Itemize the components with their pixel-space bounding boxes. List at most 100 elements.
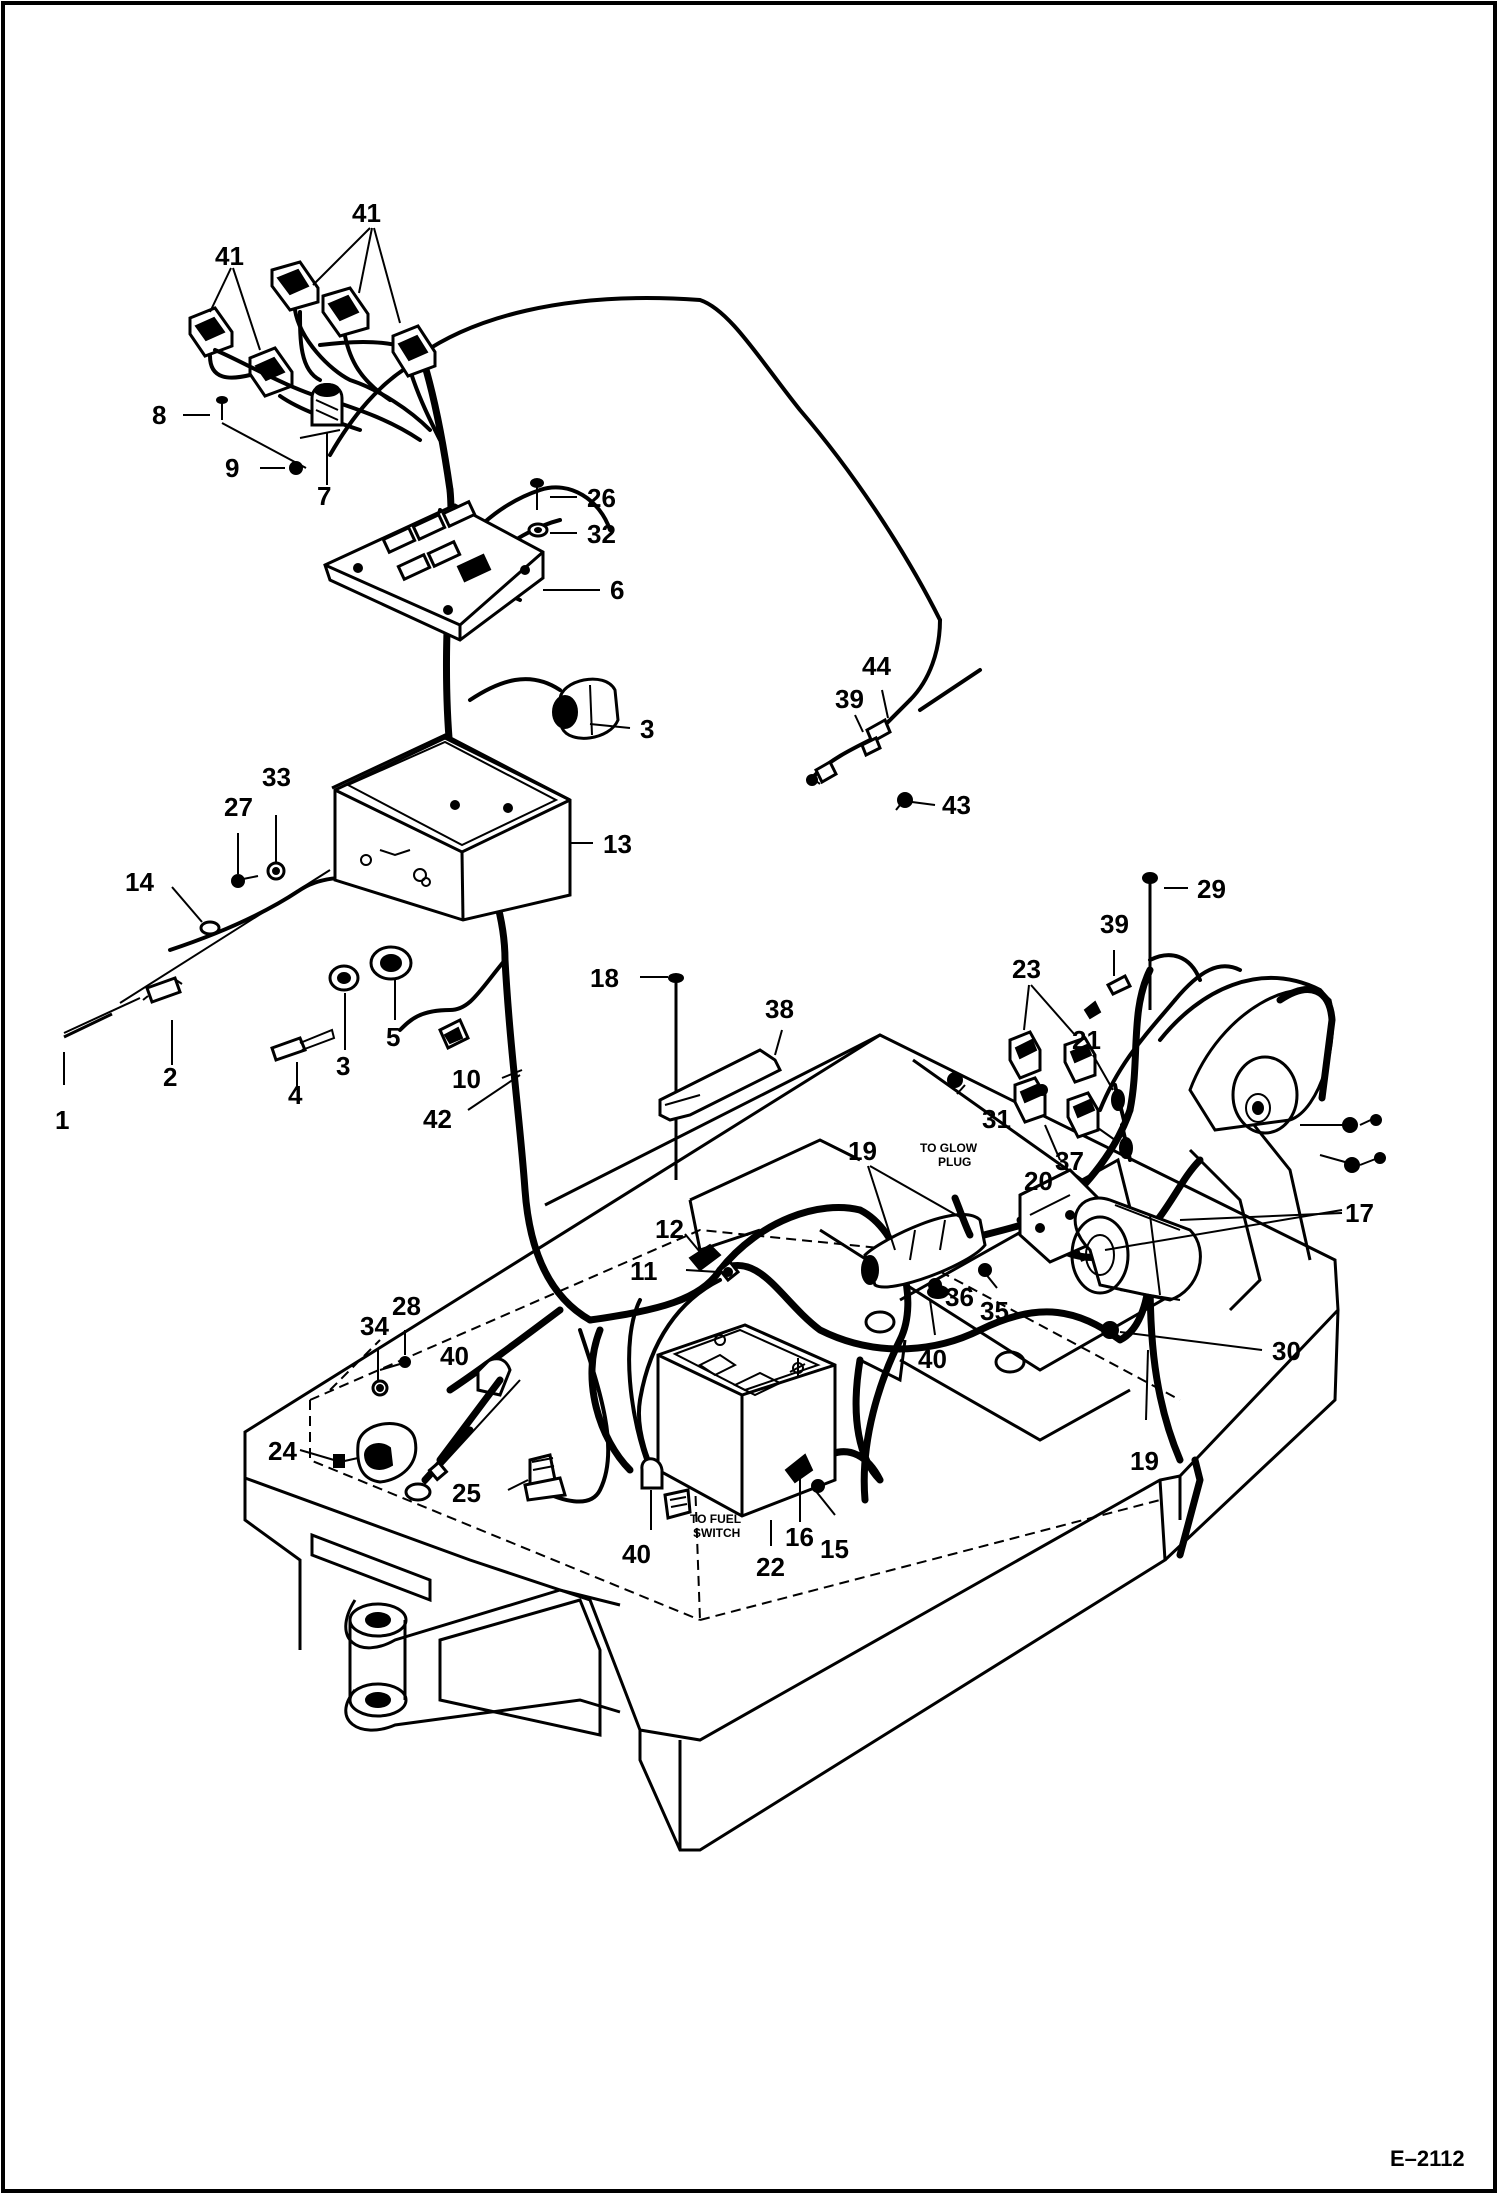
callout-6: 6 bbox=[610, 575, 624, 605]
callout-21: 21 bbox=[1072, 1025, 1101, 1055]
cable-tie-clip bbox=[860, 717, 892, 758]
callout-30: 30 bbox=[1272, 1336, 1301, 1366]
callout-2: 2 bbox=[163, 1062, 177, 1092]
callout-35: 35 bbox=[980, 1296, 1009, 1326]
callout-22: 22 bbox=[756, 1552, 785, 1582]
panel-screw-icon bbox=[527, 478, 549, 538]
callout-40: 40 bbox=[918, 1344, 947, 1374]
callout-5: 5 bbox=[386, 1022, 400, 1052]
battery bbox=[656, 1323, 837, 1518]
grommet-icon bbox=[199, 920, 221, 936]
rocker-switch-bank bbox=[188, 260, 442, 442]
cable-clip bbox=[1083, 953, 1202, 1020]
rocker-switch bbox=[321, 286, 370, 338]
callout-37: 37 bbox=[1055, 1146, 1084, 1176]
horn-bracket-bolts bbox=[371, 1356, 411, 1397]
callout-36: 36 bbox=[945, 1282, 974, 1312]
ignition-key-icon bbox=[270, 1028, 336, 1062]
leader-lines bbox=[63, 227, 1343, 1546]
callout-28: 28 bbox=[392, 1291, 421, 1321]
callout-18: 18 bbox=[590, 963, 619, 993]
rocker-switch bbox=[391, 324, 437, 378]
terminal-nut-icon bbox=[811, 1479, 825, 1493]
callout-13: 13 bbox=[603, 829, 632, 859]
callout-1: 1 bbox=[55, 1105, 69, 1135]
callout-8: 8 bbox=[152, 400, 166, 430]
callout-19: 19 bbox=[848, 1136, 877, 1166]
relay bbox=[1066, 1091, 1100, 1139]
callout-17: 17 bbox=[1345, 1198, 1374, 1228]
harness-clamp bbox=[806, 759, 838, 786]
note-fuel-switch-line2: SWITCH bbox=[693, 1526, 740, 1540]
callout-44: 44 bbox=[862, 651, 891, 681]
hex-nut-icon bbox=[328, 964, 360, 992]
rocker-switch bbox=[188, 306, 234, 358]
callout-3: 3 bbox=[640, 714, 654, 744]
note-glow-plug-line1: TO GLOW bbox=[920, 1141, 978, 1155]
panel-box bbox=[331, 733, 572, 922]
relay bbox=[1008, 1030, 1042, 1080]
flasher-relay bbox=[310, 383, 344, 427]
callout-33: 33 bbox=[262, 762, 291, 792]
callout-11: 11 bbox=[630, 1256, 658, 1286]
callout-7: 7 bbox=[317, 481, 331, 511]
callout-39: 39 bbox=[1100, 909, 1129, 939]
callout-34: 34 bbox=[360, 1311, 389, 1341]
positive-terminal-cover bbox=[784, 1453, 814, 1484]
callout-27: 27 bbox=[224, 792, 253, 822]
wiring-loom-clamp bbox=[404, 1357, 521, 1502]
rocker-switch bbox=[270, 260, 320, 312]
hour-meter bbox=[63, 976, 183, 1039]
relay bbox=[1063, 1036, 1097, 1084]
machine-frame bbox=[243, 1033, 1340, 1852]
terminal-clamp bbox=[717, 1259, 741, 1283]
terminal-cover bbox=[688, 1243, 722, 1272]
callout-29: 29 bbox=[1197, 874, 1226, 904]
callout-25: 25 bbox=[452, 1478, 481, 1508]
ground-bolt-icon bbox=[1142, 872, 1158, 1010]
callout-43: 43 bbox=[942, 790, 971, 820]
starter-solenoid bbox=[861, 1194, 987, 1289]
clamp-nut-icon bbox=[895, 792, 913, 811]
pressure-switch bbox=[523, 1453, 567, 1502]
callout-16: 16 bbox=[785, 1522, 814, 1552]
figure-code: E–2112 bbox=[1390, 2146, 1465, 2171]
callout-26: 26 bbox=[587, 483, 616, 513]
fuse-holder bbox=[1111, 1083, 1133, 1162]
note-glow-plug-line2: PLUG bbox=[938, 1155, 971, 1169]
callout-labels: 41 41 8 9 7 26 32 6 44 39 3 33 27 43 13 … bbox=[55, 198, 1465, 2171]
bezel-ring-icon bbox=[369, 945, 413, 981]
fuel-switch-connector bbox=[640, 1457, 692, 1520]
harness-connector bbox=[438, 1017, 470, 1051]
screw-icon bbox=[216, 396, 228, 420]
callout-39: 39 bbox=[835, 684, 864, 714]
callout-42: 42 bbox=[423, 1104, 452, 1134]
battery-holddown-rod bbox=[668, 973, 684, 1180]
callout-9: 9 bbox=[225, 453, 239, 483]
callout-41: 41 bbox=[215, 241, 244, 271]
callout-38: 38 bbox=[765, 994, 794, 1024]
callout-14: 14 bbox=[125, 867, 154, 897]
ground-nut-icon bbox=[947, 1072, 1048, 1096]
battery-holddown-bracket bbox=[658, 1048, 783, 1122]
callout-12: 12 bbox=[655, 1214, 684, 1244]
callout-23: 23 bbox=[1012, 954, 1041, 984]
callout-31: 31 bbox=[982, 1104, 1011, 1134]
callout-41: 41 bbox=[352, 198, 381, 228]
callout-20: 20 bbox=[1024, 1166, 1053, 1196]
callout-40: 40 bbox=[440, 1341, 469, 1371]
callout-32: 32 bbox=[587, 519, 616, 549]
starter-motor bbox=[1070, 1196, 1202, 1302]
alternator bbox=[1188, 986, 1386, 1173]
mounting-bolt-icon bbox=[231, 861, 286, 888]
callout-4: 4 bbox=[288, 1080, 303, 1110]
callout-10: 10 bbox=[452, 1064, 481, 1094]
callout-24: 24 bbox=[268, 1436, 297, 1466]
ground-point-icon bbox=[1101, 1321, 1119, 1339]
callout-3: 3 bbox=[336, 1051, 350, 1081]
callout-40: 40 bbox=[622, 1539, 651, 1569]
control-panel-plate bbox=[323, 499, 545, 642]
note-fuel-switch-line1: TO FUEL bbox=[690, 1512, 741, 1526]
